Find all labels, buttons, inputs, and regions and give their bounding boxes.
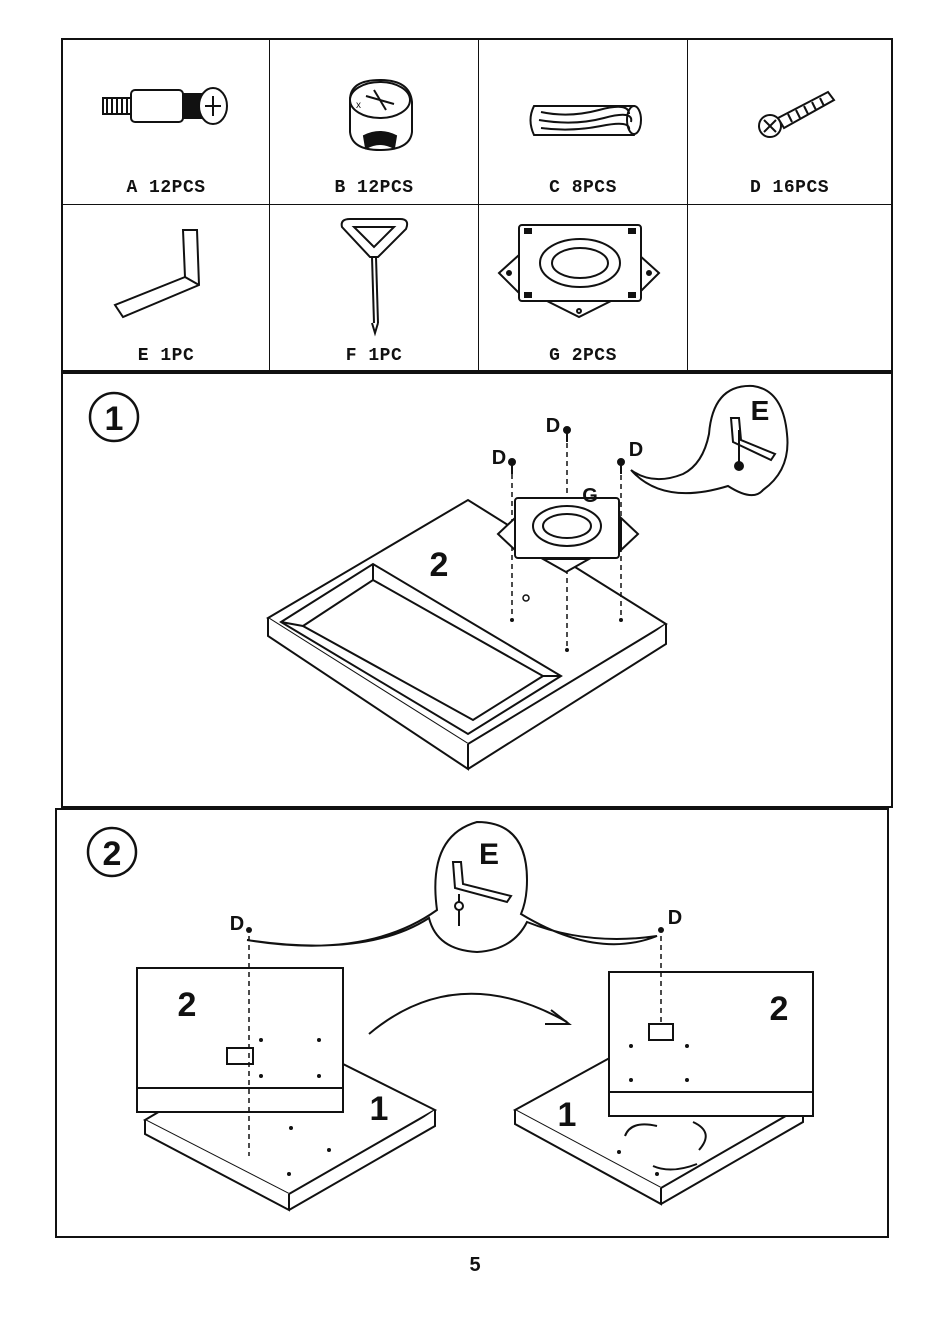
step-1-number: 1	[105, 400, 124, 438]
part-label-c: C 8PCS	[479, 178, 687, 199]
screw-label-middle: D	[546, 415, 560, 437]
screw-label-left-2: D	[230, 913, 244, 935]
screw-icons	[509, 427, 624, 474]
svg-text:x: x	[356, 100, 361, 111]
part-label-f: F 1PC	[270, 346, 478, 367]
screw-label-right: D	[629, 439, 643, 461]
board-label: 2	[430, 546, 449, 584]
part-cell-f: F 1PC	[270, 205, 479, 372]
right-bottom-label: 1	[558, 1096, 577, 1134]
part-label-g: G 2PCS	[479, 346, 687, 367]
part-cell-empty	[688, 205, 891, 372]
step-1-panel: 1 2	[61, 372, 893, 808]
rotate-arrow-icon	[369, 994, 567, 1034]
part-cell-a: A 12PCS	[63, 40, 270, 205]
part-label-b: B 12PCS	[270, 178, 478, 199]
plate-label: G	[582, 485, 598, 507]
part-cell-d: D 16PCS	[688, 40, 891, 205]
screw-label-right-2: D	[668, 907, 682, 929]
part-label-a: A 12PCS	[63, 178, 269, 199]
right-assembly	[515, 972, 813, 1204]
parts-list: A 12PCS x B 12PCS	[61, 38, 893, 372]
step-2-illustration: 2 E 2 1 D	[57, 810, 887, 1236]
part-label-e: E 1PC	[63, 346, 269, 367]
left-bottom-label: 1	[370, 1090, 389, 1128]
part-cell-c: C 8PCS	[479, 40, 688, 205]
page-number: 5	[0, 1254, 950, 1277]
part-cell-e: E 1PC	[63, 205, 270, 372]
step-1-illustration: 1 2	[63, 374, 891, 806]
key-label-2: E	[479, 838, 499, 871]
step-2-number: 2	[103, 835, 122, 873]
screw-label-left: D	[492, 447, 506, 469]
right-top-label: 2	[770, 990, 789, 1028]
key-label: E	[751, 395, 770, 426]
part-cell-g: G 2PCS	[479, 205, 688, 372]
part-cell-b: x B 12PCS	[270, 40, 479, 205]
step-2-panel: 2 E 2 1 D	[55, 808, 889, 1238]
part-label-d: D 16PCS	[688, 178, 891, 199]
allen-key-callout-2	[247, 822, 657, 952]
left-top-label: 2	[178, 986, 197, 1024]
